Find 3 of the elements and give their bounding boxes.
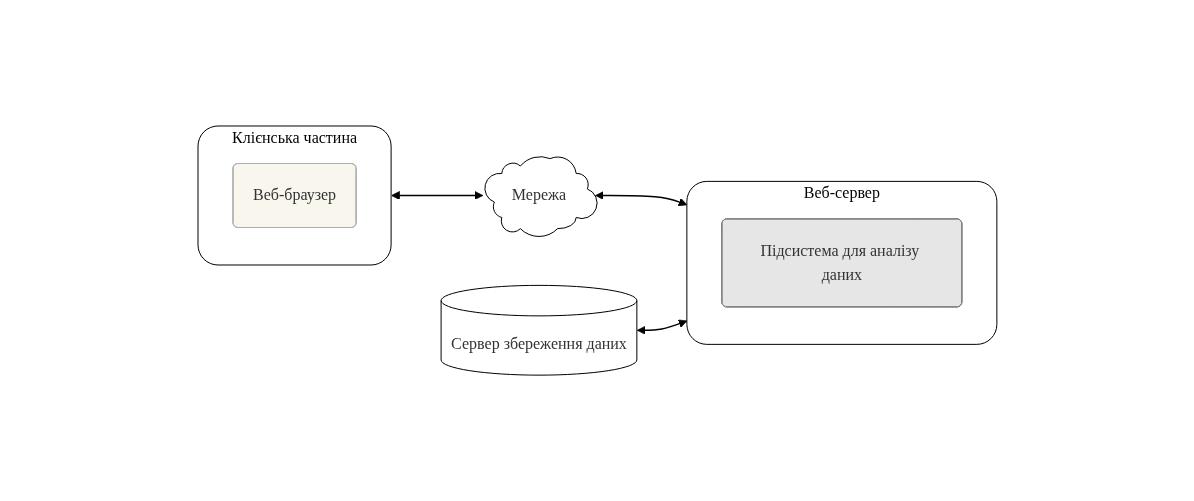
arrow	[594, 191, 687, 207]
arrow	[636, 319, 687, 335]
arrow	[390, 191, 483, 200]
